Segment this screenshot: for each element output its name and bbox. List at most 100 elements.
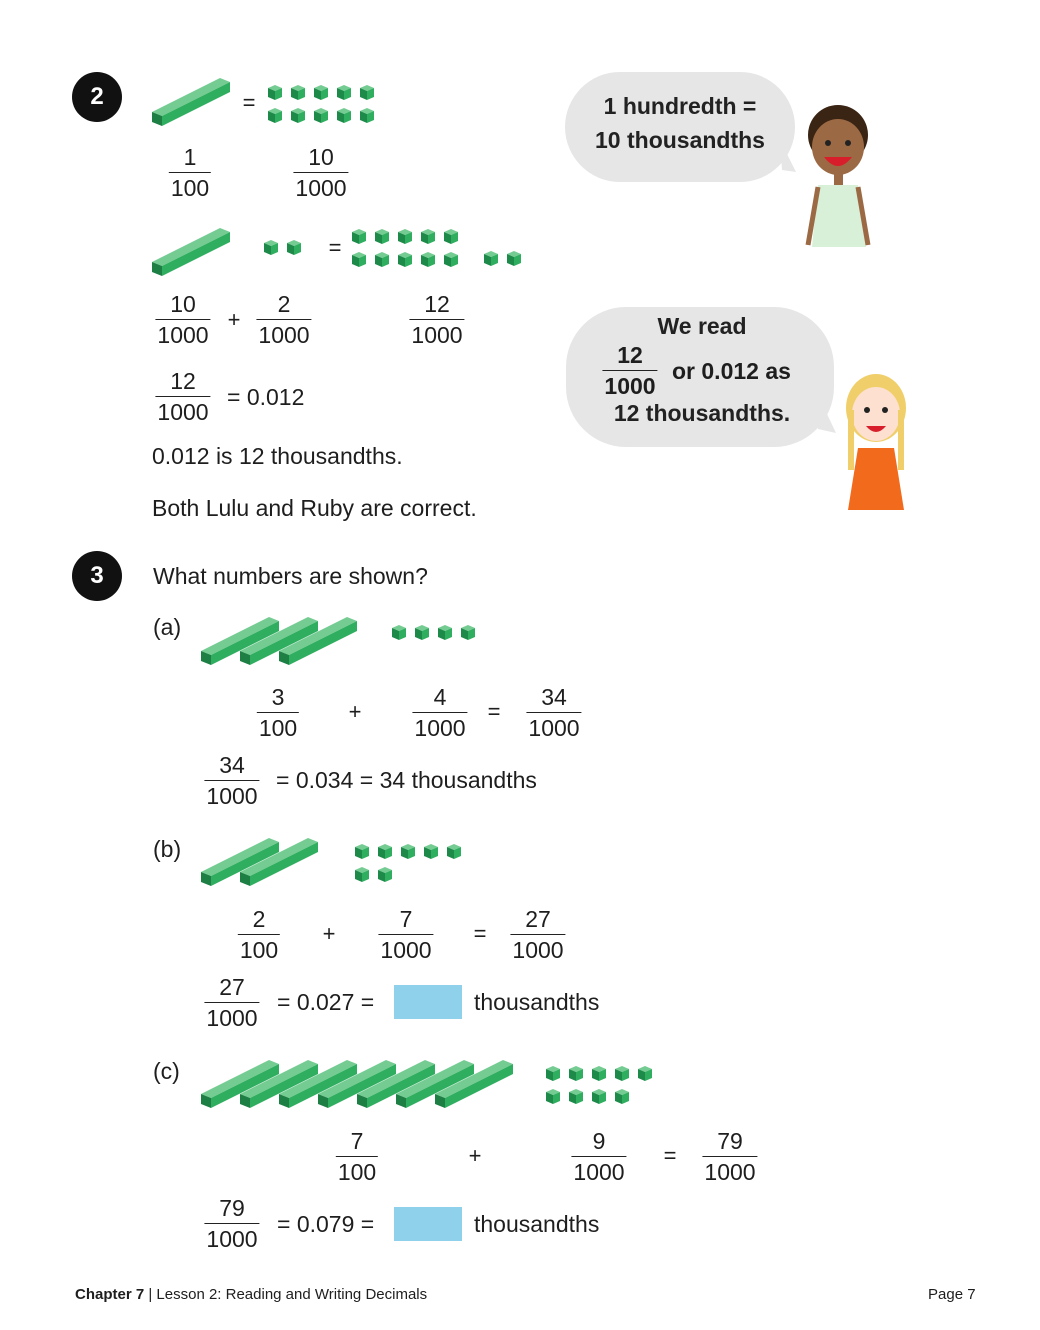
tenth-rod-icon	[357, 1060, 435, 1108]
bubble-text: 10 thousandths	[595, 127, 765, 153]
numerator: 2	[252, 906, 266, 932]
tenth-rod-icon	[435, 1060, 513, 1108]
thousandth-cube-icon	[291, 108, 305, 123]
bubble-tail	[780, 140, 796, 172]
tenth-rod-icon	[152, 228, 230, 276]
equals-sign: =	[328, 235, 342, 260]
thousandth-cube-icon	[378, 867, 392, 882]
equals-sign: =	[242, 90, 256, 115]
numerator: 12	[617, 342, 643, 368]
thousandth-cube-icon	[355, 867, 369, 882]
numerator: 7	[399, 906, 413, 932]
thousandth-cube-icon	[392, 625, 406, 640]
unit-text: thousandths	[474, 1211, 600, 1237]
thousandth-cube-icon	[314, 108, 328, 123]
cube-group	[546, 1066, 661, 1104]
thousandth-cube-icon	[264, 240, 278, 255]
numerator: 1	[183, 144, 197, 170]
answer-box[interactable]	[394, 1207, 462, 1241]
numerator: 34	[541, 684, 567, 710]
denominator: 1000	[702, 1156, 758, 1188]
thousandth-cube-icon	[287, 240, 301, 255]
plus-sign: +	[348, 699, 362, 724]
speech-bubble-boy	[565, 72, 795, 182]
tenth-rod-icon	[279, 617, 357, 665]
answer-box[interactable]	[394, 985, 462, 1019]
bubble-text: We read	[657, 313, 747, 339]
equation-text: = 0.012	[227, 384, 305, 410]
thousandth-cube-icon	[569, 1066, 583, 1081]
thousandth-cube-icon	[401, 844, 415, 859]
denominator: 1000	[204, 780, 260, 812]
plus-sign: +	[468, 1143, 482, 1168]
tenth-rod-icon	[201, 617, 279, 665]
numerator: 4	[433, 684, 447, 710]
part-label: (b)	[153, 836, 182, 862]
plus-sign: +	[227, 307, 241, 332]
equals-sign: =	[473, 921, 487, 946]
denominator: 1000	[602, 370, 658, 402]
equation-text: = 0.034 = 34 thousandths	[276, 767, 537, 793]
numerator: 7	[350, 1128, 364, 1154]
thousandth-cube-icon	[638, 1066, 652, 1081]
tenth-rod-icon	[240, 617, 318, 665]
denominator: 1000	[409, 319, 465, 351]
bubble-text: 1 hundredth =	[603, 93, 757, 119]
thousandth-cube-icon	[421, 252, 435, 267]
thousandth-cube-icon	[268, 108, 282, 123]
numerator: 10	[308, 144, 334, 170]
tenth-rod-icon	[240, 1060, 318, 1108]
part-label: (a)	[153, 614, 182, 640]
thousandth-cube-icon	[375, 252, 389, 267]
page-number: Page 7	[928, 1286, 976, 1303]
thousandth-cube-icon	[375, 229, 389, 244]
denominator: 1000	[378, 934, 434, 966]
denominator: 1000	[155, 396, 211, 428]
thousandth-cube-icon	[615, 1066, 629, 1081]
denominator: 1000	[256, 319, 312, 351]
girl-character-illustration	[846, 374, 906, 510]
cube-group	[268, 85, 383, 123]
boy-character-illustration	[805, 105, 871, 247]
tenth-rod-icon	[396, 1060, 474, 1108]
tenth-rods	[201, 1060, 513, 1108]
tenth-rod-icon	[201, 838, 279, 886]
thousandth-cube-icon	[360, 85, 374, 100]
equals-sign: =	[663, 1143, 677, 1168]
numerator: 12	[424, 291, 450, 317]
denominator: 100	[237, 934, 281, 966]
denominator: 1000	[293, 172, 349, 204]
thousandth-cube-icon	[378, 844, 392, 859]
denominator: 1000	[204, 1223, 260, 1255]
thousandth-cube-icon	[398, 229, 412, 244]
thousandth-cube-icon	[398, 252, 412, 267]
cube-group	[392, 625, 507, 640]
numerator: 27	[525, 906, 551, 932]
thousandth-cube-icon	[352, 229, 366, 244]
denominator: 1000	[155, 319, 211, 351]
cube-group	[264, 240, 379, 255]
bubble-text: or 0.012 as	[672, 358, 791, 384]
numerator: 3	[271, 684, 285, 710]
question-text: What numbers are shown?	[153, 563, 428, 589]
tenth-rod-icon	[240, 838, 318, 886]
numerator: 79	[717, 1128, 743, 1154]
thousandth-cube-icon	[291, 85, 305, 100]
statement: 0.012 is 12 thousandths.	[152, 443, 403, 469]
thousandth-cube-icon	[337, 85, 351, 100]
thousandth-cube-icon	[546, 1066, 560, 1081]
thousandth-cube-icon	[314, 85, 328, 100]
thousandth-cube-icon	[592, 1089, 606, 1104]
denominator: 100	[168, 172, 212, 204]
thousandth-cube-icon	[424, 844, 438, 859]
thousandth-cube-icon	[438, 625, 452, 640]
